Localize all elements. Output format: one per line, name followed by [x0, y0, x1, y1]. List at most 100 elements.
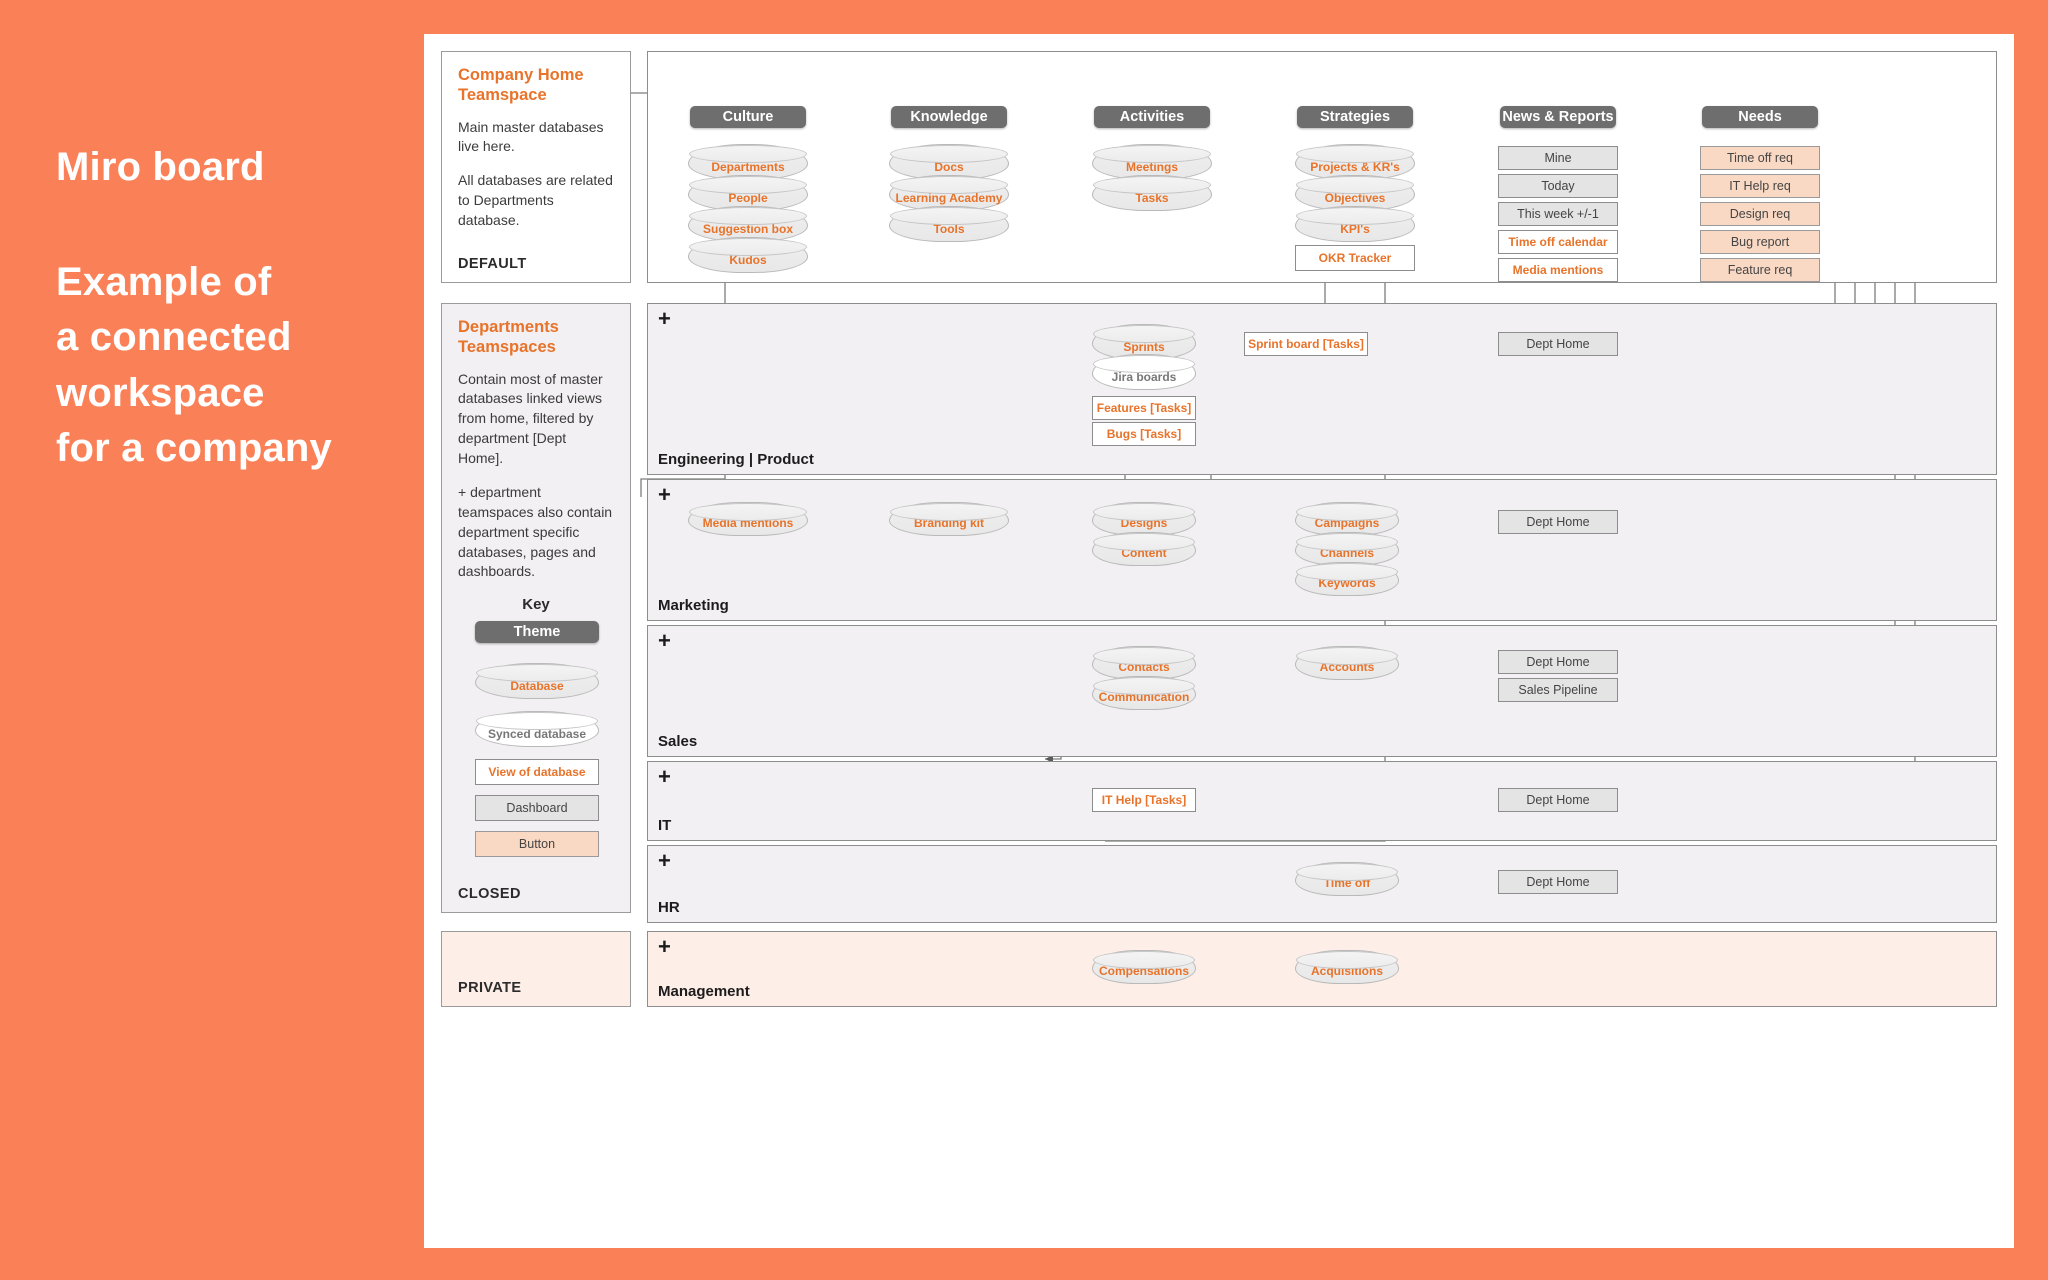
- intro-line-3: a connected: [56, 315, 292, 360]
- key-row-theme: Theme: [458, 621, 614, 655]
- card-paragraph: All databases are related to Departments…: [458, 172, 613, 229]
- dashboard-sales-pipeline[interactable]: Sales Pipeline: [1498, 678, 1618, 702]
- view-sprint-board-tasks[interactable]: Sprint board [Tasks]: [1244, 332, 1368, 356]
- section-label: HR: [658, 899, 680, 916]
- db-campaigns[interactable]: Campaigns: [1295, 502, 1399, 536]
- dashboard-dept-home[interactable]: Dept Home: [1498, 870, 1618, 894]
- button-design-req[interactable]: Design req: [1700, 202, 1820, 226]
- card-departments-teamspaces[interactable]: Departments Teamspaces Contain most of m…: [441, 303, 631, 913]
- key-row-synced: Synced database: [458, 711, 614, 748]
- section-company-home[interactable]: Culture Departments People Suggestion bo…: [647, 51, 1997, 283]
- card-tag: PRIVATE: [458, 980, 522, 996]
- db-objectives[interactable]: Objectives: [1295, 175, 1415, 211]
- intro-line-1: Miro board: [56, 145, 265, 189]
- intro-line-5: for a company: [56, 425, 332, 470]
- intro-line-2: Example of: [56, 260, 272, 305]
- button-time-off-req[interactable]: Time off req: [1700, 146, 1820, 170]
- db-media-mentions[interactable]: Media mentions: [688, 502, 808, 536]
- theme-activities[interactable]: Activities: [1094, 106, 1210, 128]
- section-sales[interactable]: + Sales Contacts Communication Accounts …: [647, 625, 1997, 757]
- dashboard-dept-home[interactable]: Dept Home: [1498, 510, 1618, 534]
- legend-synced-database: Synced database: [475, 711, 599, 748]
- theme-knowledge[interactable]: Knowledge: [891, 106, 1007, 128]
- theme-strategies[interactable]: Strategies: [1297, 106, 1413, 128]
- theme-news-reports[interactable]: News & Reports: [1500, 106, 1616, 128]
- db-communication[interactable]: Communication: [1092, 676, 1196, 710]
- button-feature-req[interactable]: Feature req: [1700, 258, 1820, 282]
- dashboard-dept-home[interactable]: Dept Home: [1498, 788, 1618, 812]
- theme-culture[interactable]: Culture: [690, 106, 806, 128]
- key-row-button: Button: [458, 831, 614, 859]
- db-people[interactable]: People: [688, 175, 808, 211]
- dashboard-mine[interactable]: Mine: [1498, 146, 1618, 170]
- view-media-mentions[interactable]: Media mentions: [1498, 258, 1618, 282]
- card-tag: CLOSED: [458, 886, 521, 902]
- card-paragraph: Contain most of master databases linked …: [458, 370, 603, 467]
- db-tasks[interactable]: Tasks: [1092, 175, 1212, 211]
- add-icon[interactable]: +: [658, 482, 671, 507]
- view-okr-tracker[interactable]: OKR Tracker: [1295, 245, 1415, 271]
- add-icon[interactable]: +: [658, 934, 671, 959]
- db-contacts[interactable]: Contacts: [1092, 646, 1196, 680]
- db-branding-kit[interactable]: Branding kit: [889, 502, 1009, 536]
- db-compensations[interactable]: Compensations: [1092, 950, 1196, 984]
- db-learning-academy[interactable]: Learning Academy: [889, 175, 1009, 211]
- intro-line-4: workspace: [56, 370, 265, 415]
- miro-board-canvas[interactable]: Company Home Teamspace Main master datab…: [424, 34, 2014, 1248]
- view-time-off-calendar[interactable]: Time off calendar: [1498, 230, 1618, 254]
- view-bugs-tasks[interactable]: Bugs [Tasks]: [1092, 422, 1196, 446]
- view-features-tasks[interactable]: Features [Tasks]: [1092, 396, 1196, 420]
- add-icon[interactable]: +: [658, 848, 671, 873]
- legend-button: Button: [475, 831, 599, 858]
- dashboard-today[interactable]: Today: [1498, 174, 1618, 198]
- db-designs[interactable]: Designs: [1092, 502, 1196, 536]
- db-docs[interactable]: Docs: [889, 144, 1009, 180]
- view-it-help-tasks[interactable]: IT Help [Tasks]: [1092, 788, 1196, 812]
- db-tools[interactable]: Tools: [889, 206, 1009, 242]
- db-time-off[interactable]: Time off: [1295, 862, 1399, 896]
- db-jira-boards[interactable]: Jira boards: [1092, 354, 1196, 390]
- db-kpis[interactable]: KPI's: [1295, 206, 1415, 242]
- section-marketing[interactable]: + Marketing Media mentions Branding kit …: [647, 479, 1997, 621]
- db-sprints[interactable]: Sprints: [1092, 324, 1196, 360]
- section-engineering-product[interactable]: + Engineering | Product Sprints Jira boa…: [647, 303, 1997, 475]
- section-label: Marketing: [658, 597, 729, 614]
- db-channels[interactable]: Channels: [1295, 532, 1399, 566]
- section-hr[interactable]: + HR Time off Dept Home: [647, 845, 1997, 923]
- legend-theme: Theme: [475, 621, 599, 644]
- legend-database: Database: [475, 663, 599, 700]
- add-icon[interactable]: +: [658, 306, 671, 331]
- db-projects-krs[interactable]: Projects & KR's: [1295, 144, 1415, 180]
- section-it[interactable]: + IT IT Help [Tasks] Dept Home: [647, 761, 1997, 841]
- card-private[interactable]: PRIVATE: [441, 931, 631, 1007]
- card-title: Departments Teamspaces: [458, 318, 559, 356]
- section-label: Management: [658, 983, 750, 1000]
- key-title: Key: [522, 596, 550, 614]
- key-row-view: View of database: [458, 759, 614, 787]
- button-bug-report[interactable]: Bug report: [1700, 230, 1820, 254]
- add-icon[interactable]: +: [658, 764, 671, 789]
- add-icon[interactable]: +: [658, 628, 671, 653]
- db-content[interactable]: Content: [1092, 532, 1196, 566]
- dashboard-this-week[interactable]: This week +/-1: [1498, 202, 1618, 226]
- legend-view-of-database: View of database: [475, 759, 599, 786]
- db-kudos[interactable]: Kudos: [688, 237, 808, 273]
- dashboard-dept-home[interactable]: Dept Home: [1498, 650, 1618, 674]
- section-management[interactable]: + Management Compensations Acquisitions: [647, 931, 1997, 1007]
- db-keywords[interactable]: Keywords: [1295, 562, 1399, 596]
- legend-dashboard: Dashboard: [475, 795, 599, 822]
- card-paragraph: Main master databases live here.: [458, 118, 604, 155]
- intro-text: Miro board Example of a connected worksp…: [56, 140, 416, 476]
- card-paragraph: + department teamspaces also contain dep…: [458, 483, 613, 580]
- card-company-home[interactable]: Company Home Teamspace Main master datab…: [441, 51, 631, 283]
- section-label: IT: [658, 817, 672, 834]
- card-title: Company Home Teamspace: [458, 66, 584, 104]
- key-row-dashboard: Dashboard: [458, 795, 614, 823]
- db-accounts[interactable]: Accounts: [1295, 646, 1399, 680]
- db-acquisitions[interactable]: Acquisitions: [1295, 950, 1399, 984]
- dashboard-dept-home[interactable]: Dept Home: [1498, 332, 1618, 356]
- theme-needs[interactable]: Needs: [1702, 106, 1818, 128]
- db-suggestion-box[interactable]: Suggestion box: [688, 206, 808, 242]
- db-meetings[interactable]: Meetings: [1092, 144, 1212, 180]
- button-it-help-req[interactable]: IT Help req: [1700, 174, 1820, 198]
